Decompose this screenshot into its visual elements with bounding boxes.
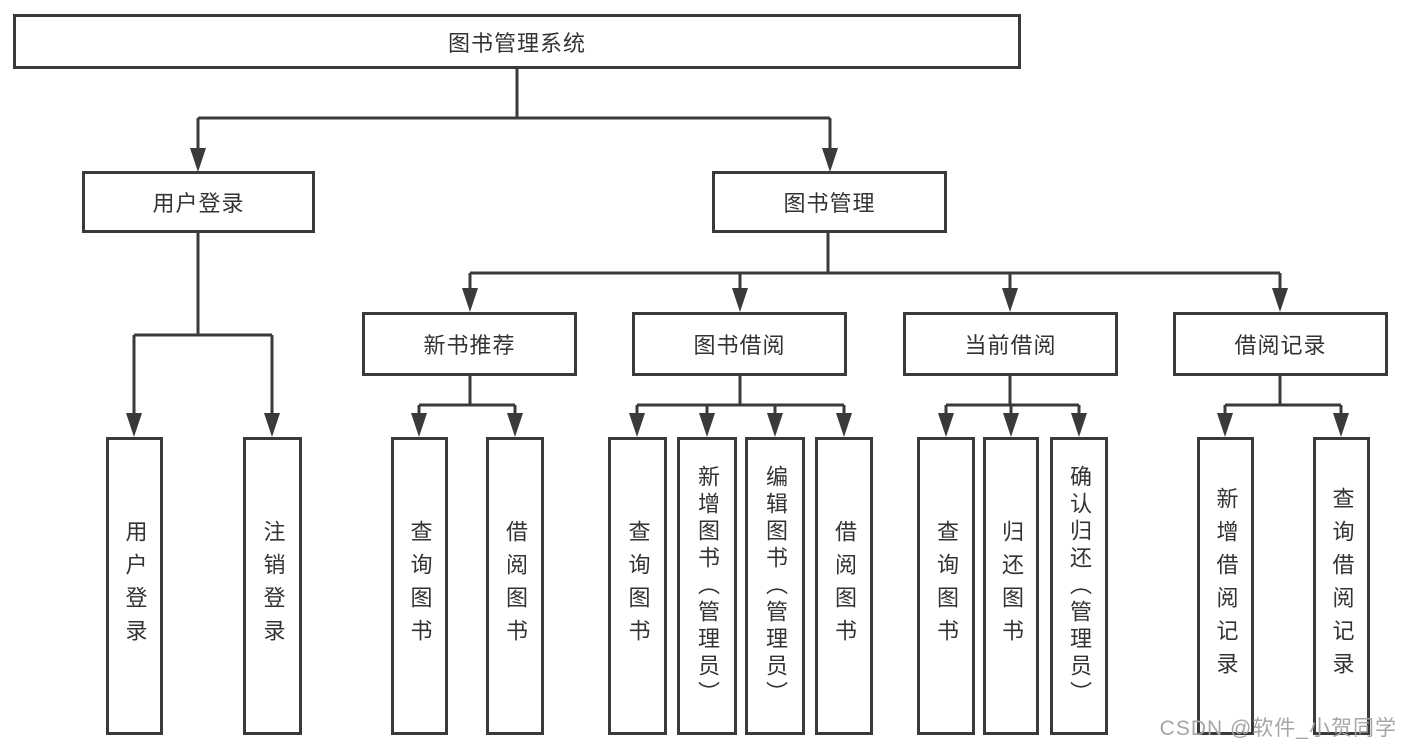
- leaf-user-login: 用户登录: [106, 437, 163, 735]
- node-label: 借阅记录: [1234, 333, 1327, 358]
- leaf-query-book-2: 查询图书: [608, 437, 667, 735]
- leaf-label: 查询图书: [625, 520, 651, 652]
- leaf-logout: 注销登录: [243, 437, 302, 735]
- node-label: 当前借阅: [964, 333, 1057, 358]
- leaf-confirm-return-admin: 确认归还（管理员）: [1050, 437, 1108, 735]
- node-label: 新书推荐: [423, 333, 516, 358]
- csdn-watermark: CSDN @软件_小贺同学: [1159, 717, 1397, 740]
- node-new-book-recommend: 新书推荐: [362, 312, 577, 376]
- node-label: 图书管理: [783, 191, 876, 216]
- leaf-label: 确认归还（管理员）: [1067, 464, 1092, 708]
- leaf-label: 借阅图书: [832, 520, 857, 652]
- leaf-edit-book-admin: 编辑图书（管理员）: [745, 437, 805, 735]
- leaf-borrow-book-2: 借阅图书: [815, 437, 873, 735]
- leaf-label: 新增借阅记录: [1213, 487, 1239, 685]
- leaf-query-book-3: 查询图书: [917, 437, 975, 735]
- leaf-label: 查询图书: [934, 520, 959, 652]
- leaf-borrow-book-1: 借阅图书: [486, 437, 544, 735]
- leaf-label: 注销登录: [260, 520, 286, 652]
- leaf-label: 查询图书: [407, 520, 433, 652]
- leaf-label: 编辑图书（管理员）: [763, 464, 788, 708]
- leaf-add-book-admin: 新增图书（管理员）: [677, 437, 737, 735]
- node-current-borrow: 当前借阅: [903, 312, 1118, 376]
- leaf-label: 新增图书（管理员）: [695, 464, 720, 708]
- node-label: 图书借阅: [693, 333, 786, 358]
- node-book-management: 图书管理: [712, 171, 947, 233]
- leaf-return-book: 归还图书: [983, 437, 1039, 735]
- leaf-query-book-1: 查询图书: [391, 437, 448, 735]
- node-borrow-record: 借阅记录: [1173, 312, 1388, 376]
- arrowheads: [126, 148, 1349, 437]
- node-label: 用户登录: [152, 191, 245, 216]
- leaf-query-borrow-record: 查询借阅记录: [1313, 437, 1370, 735]
- node-user-login: 用户登录: [82, 171, 315, 233]
- node-root: 图书管理系统: [13, 14, 1021, 69]
- node-label: 图书管理系统: [447, 30, 586, 56]
- node-book-borrow: 图书借阅: [632, 312, 847, 376]
- leaf-add-borrow-record: 新增借阅记录: [1197, 437, 1254, 735]
- leaf-label: 借阅图书: [503, 520, 528, 652]
- leaf-label: 用户登录: [122, 520, 148, 652]
- leaf-label: 查询借阅记录: [1329, 487, 1355, 685]
- leaf-label: 归还图书: [999, 520, 1024, 652]
